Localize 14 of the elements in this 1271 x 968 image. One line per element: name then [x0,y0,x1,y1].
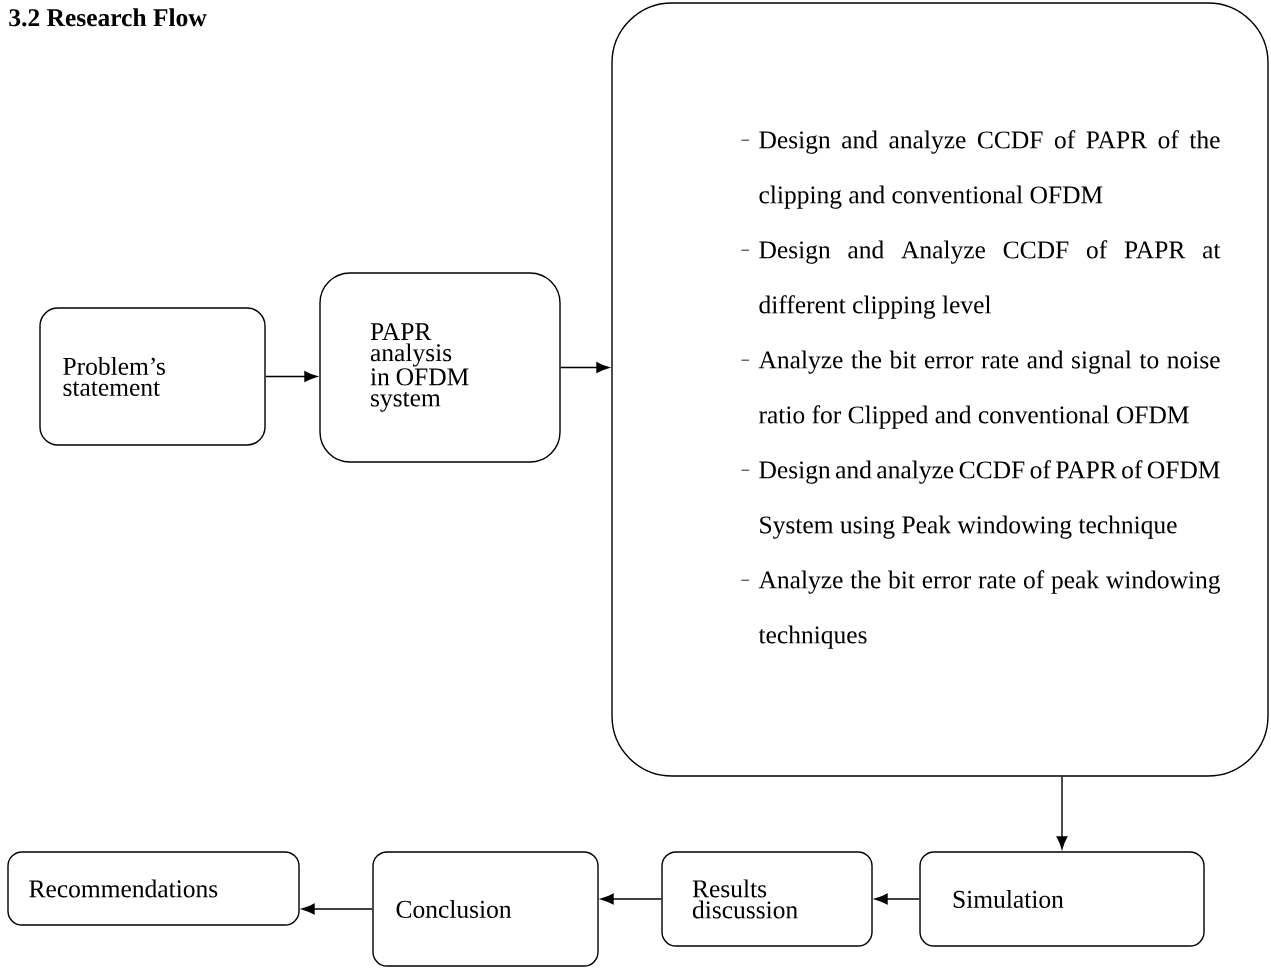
arrow [1056,776,1068,850]
process-box: Recommendations [7,851,300,926]
arrow [301,903,373,915]
arrow [874,893,920,905]
process-box: Conclusion [372,851,599,967]
process-box: Results discussion [661,851,873,947]
process-box: Simulation [919,851,1205,947]
arrow [560,362,610,373]
arrow [265,371,318,382]
process-box: Problem’s statement [39,307,266,446]
title: 3.2 Research Flow [9,8,207,27]
task-list-box: Design and analyze CCDF of PAPR of the clipping and conventional OFDM Design and Analyze CCDF of PAPR at different clipping level Analyze the bit error rate and signal to noise ratio for Clipped and conventional OFDM Design and analyze CCDF of PAPR of OFDM System using Peak windowing technique Analyze the bit error rate of peak windowing techniques [611,2,1269,777]
process-box: PAPR analysis in OFDM system [319,272,561,463]
arrow [600,893,662,905]
